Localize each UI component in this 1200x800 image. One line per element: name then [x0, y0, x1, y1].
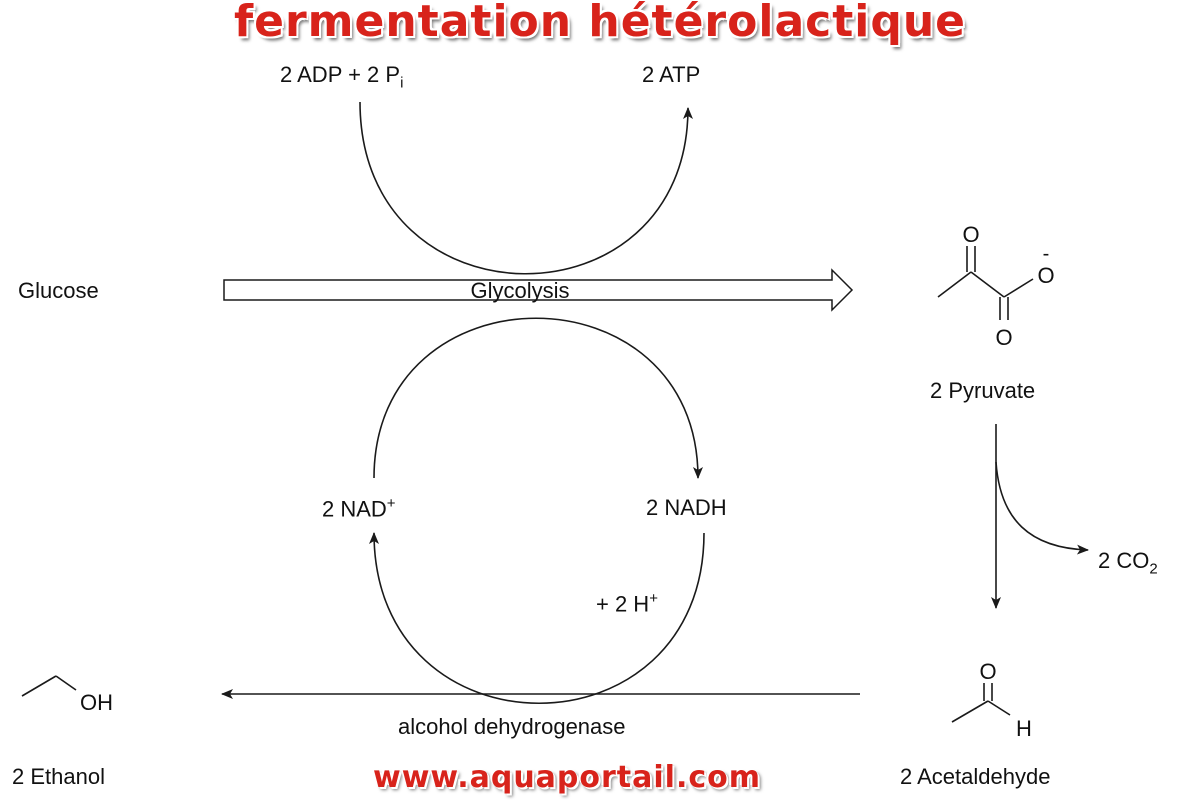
- glycolysis-arrow: [223, 268, 854, 312]
- pyruvate-o-bottom: O: [995, 325, 1012, 350]
- diagram-title: fermentation hétérolactique: [233, 0, 966, 47]
- atp-arc: [359, 101, 693, 275]
- pyruvate-label: 2 Pyruvate: [930, 378, 1036, 403]
- pyruvate-o-minus: O: [1037, 263, 1054, 288]
- atp-label: 2 ATP: [642, 62, 701, 87]
- nad-to-nadh-arc: [373, 317, 703, 479]
- pyruvate-structure: [937, 246, 1034, 320]
- glycolysis-label: Glycolysis: [470, 278, 569, 303]
- acetaldehyde-label: 2 Acetaldehyde: [900, 764, 1051, 789]
- acetaldehyde-o: O: [979, 659, 996, 684]
- ethanol-structure: [21, 675, 77, 697]
- co2-label: 2 CO2: [1098, 548, 1158, 578]
- pyruvate-o-top: O: [962, 222, 979, 247]
- acetaldehyde-structure: [951, 683, 1011, 723]
- acetaldehyde-h: H: [1016, 716, 1032, 741]
- glucose-label: Glucose: [18, 278, 99, 303]
- watermark-url: www.aquaportail.com: [372, 760, 762, 795]
- ethanol-label: 2 Ethanol: [12, 764, 105, 789]
- nad-label: 2 NAD+: [322, 495, 396, 522]
- h-plus-label: + 2 H+: [596, 590, 658, 617]
- enzyme-label: alcohol dehydrogenase: [398, 714, 626, 739]
- nadh-label: 2 NADH: [646, 495, 727, 520]
- nadh-to-nad-arc: [369, 532, 705, 705]
- pyruvate-minus-sign: -: [1043, 243, 1050, 265]
- co2-release-arrow: [995, 461, 1089, 555]
- adp-pi-label: 2 ADP + 2 Pi: [280, 62, 404, 92]
- ethanol-oh: OH: [80, 690, 113, 715]
